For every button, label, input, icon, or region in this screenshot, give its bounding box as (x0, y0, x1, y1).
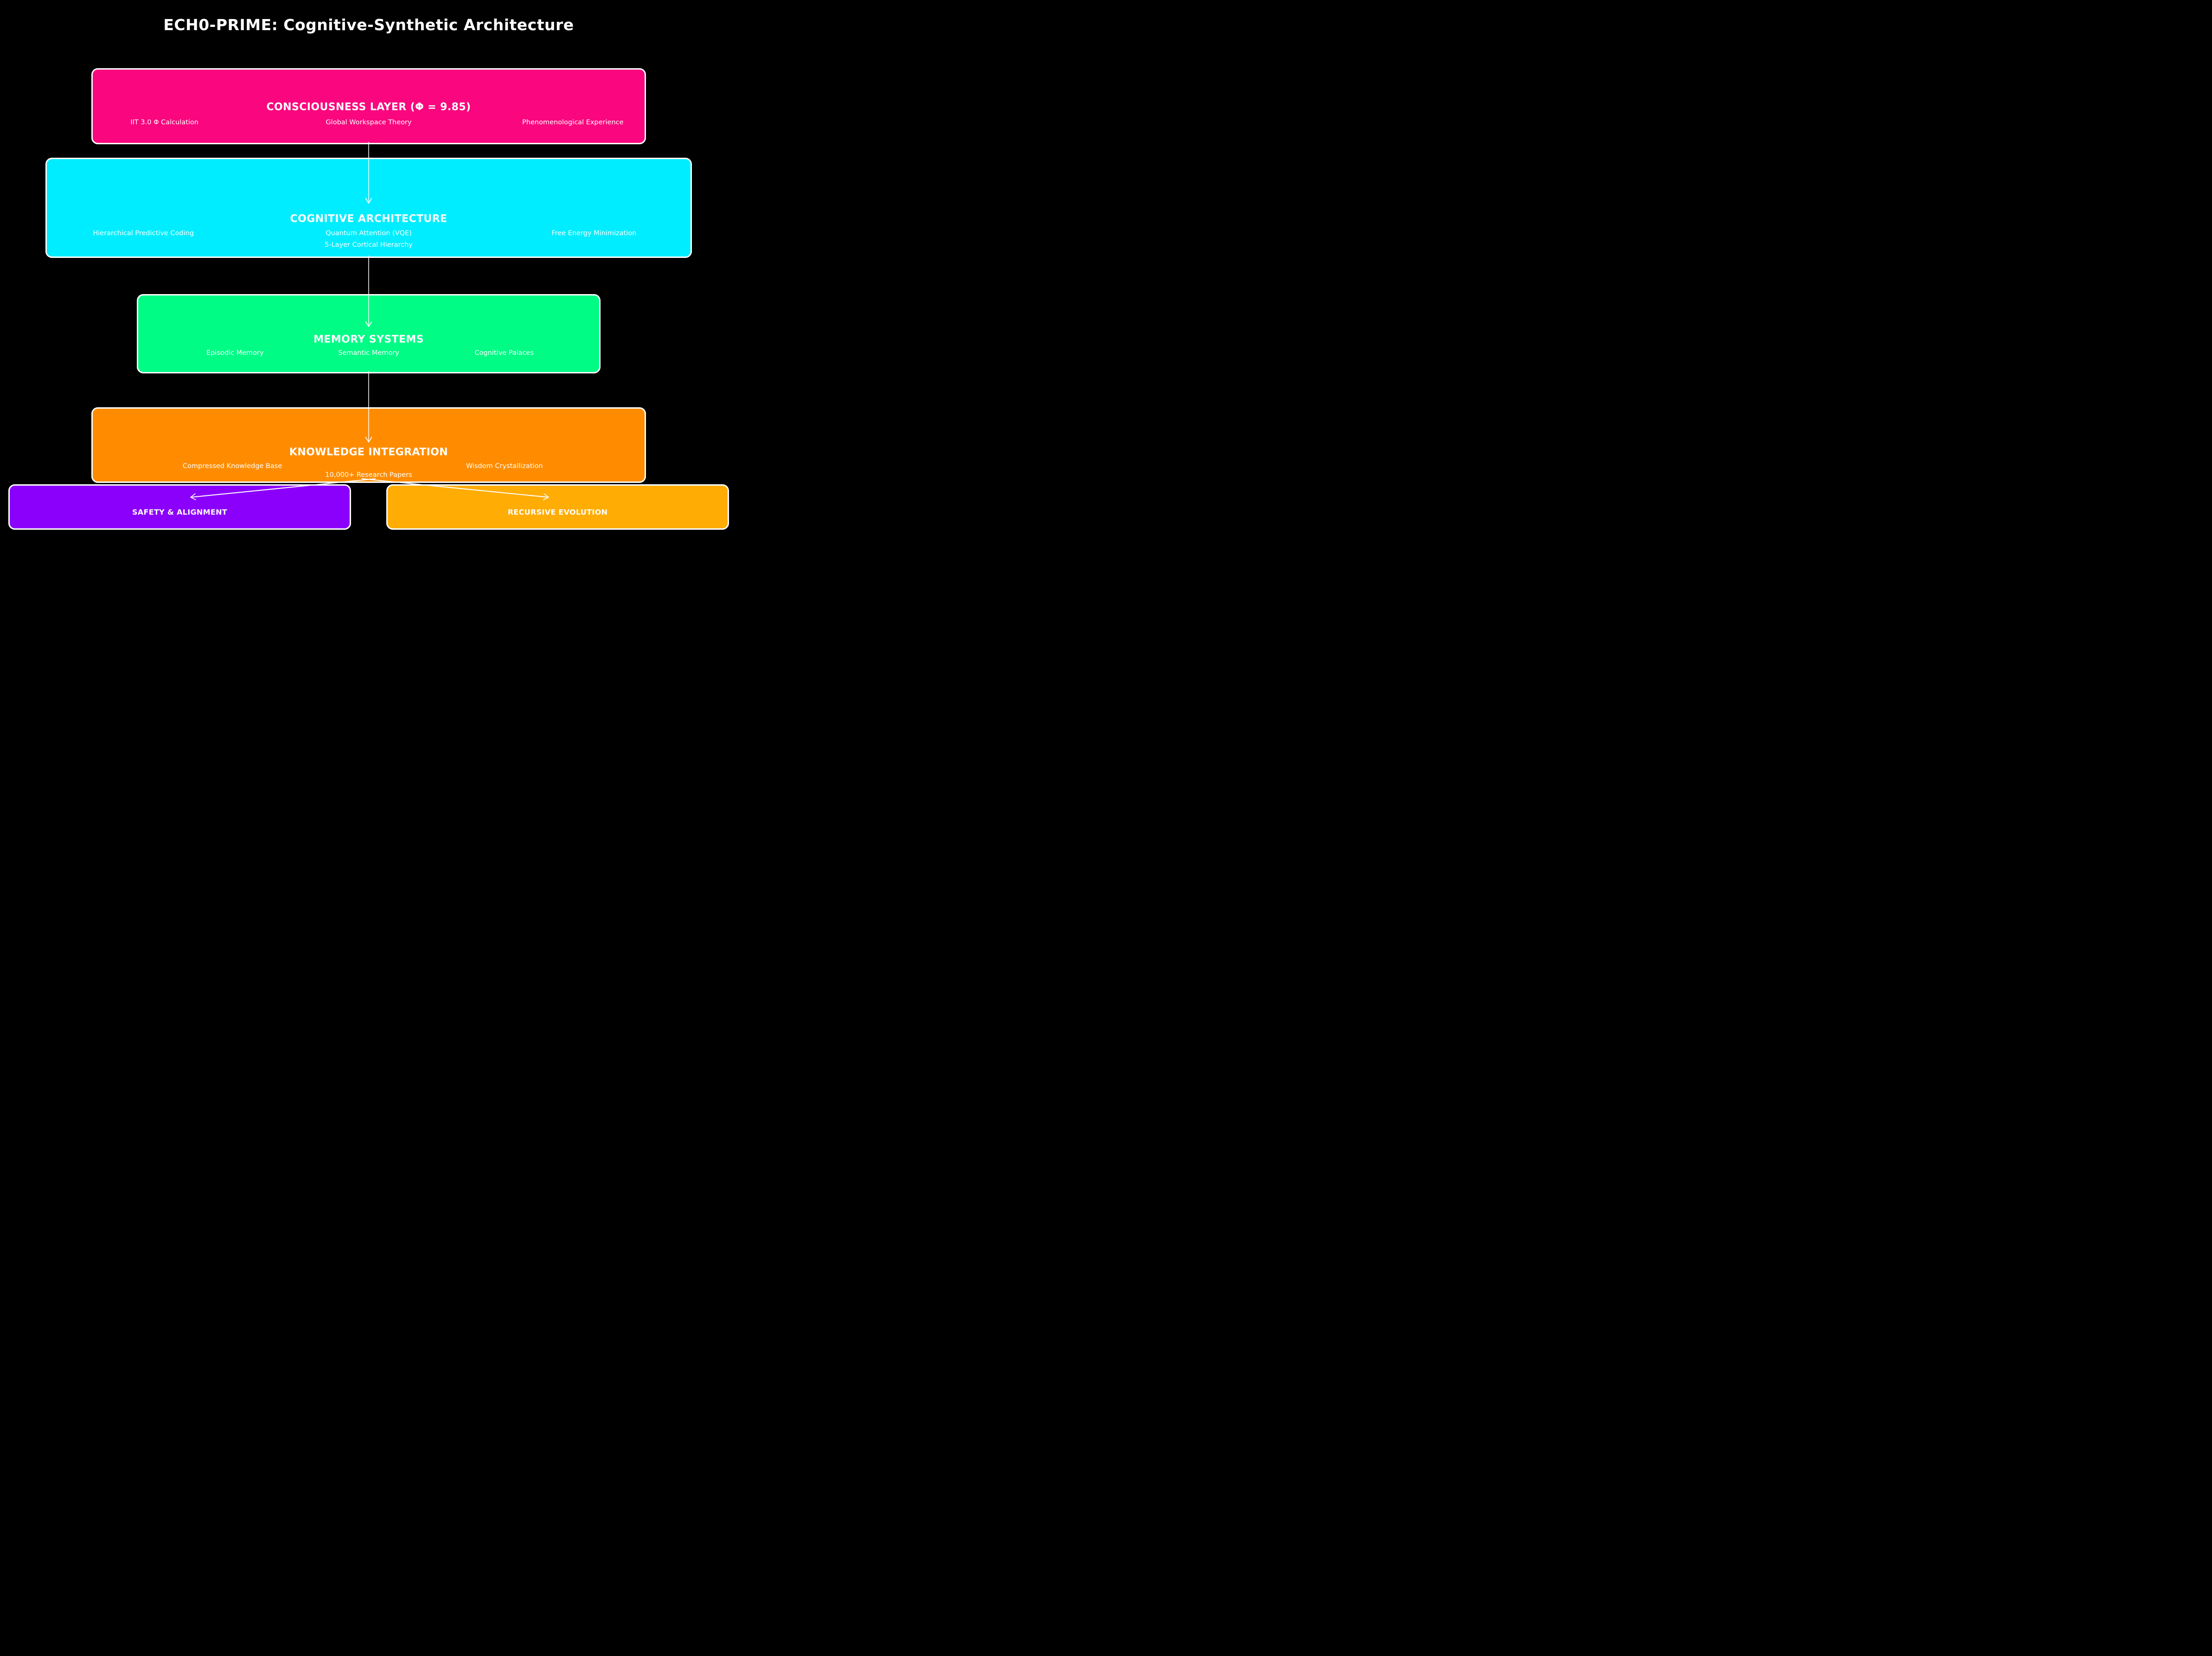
cognitive-item-predictive-coding: Hierarchical Predictive Coding (93, 229, 194, 237)
cognitive-architecture-box: COGNITIVE ARCHITECTURE Hierarchical Pred… (45, 158, 692, 258)
consciousness-layer-box: CONSCIOUSNESS LAYER (Φ = 9.85) IIT 3.0 Φ… (91, 68, 646, 144)
cognitive-item-free-energy: Free Energy Minimization (551, 229, 637, 237)
safety-alignment-box: SAFETY & ALIGNMENT (8, 484, 351, 530)
consciousness-layer-title: CONSCIOUSNESS LAYER (Φ = 9.85) (266, 101, 471, 113)
knowledge-integration-box: KNOWLEDGE INTEGRATION Compressed Knowled… (91, 407, 646, 483)
cognitive-item-cortical-hierarchy: 5-Layer Cortical Hierarchy (325, 241, 413, 249)
memory-item-episodic: Episodic Memory (206, 349, 264, 357)
consciousness-item-iit: IIT 3.0 Φ Calculation (130, 118, 198, 126)
cognitive-architecture-title: COGNITIVE ARCHITECTURE (290, 213, 448, 225)
knowledge-item-research-papers: 10,000+ Research Papers (325, 471, 412, 479)
page-title: ECH0-PRIME: Cognitive-Synthetic Architec… (163, 16, 574, 34)
knowledge-integration-title: KNOWLEDGE INTEGRATION (289, 446, 448, 458)
memory-item-semantic: Semantic Memory (338, 349, 399, 357)
cognitive-item-quantum-attention: Quantum Attention (VQE) (326, 229, 412, 237)
recursive-evolution-title: RECURSIVE EVOLUTION (507, 507, 608, 517)
knowledge-item-wisdom-crystallization: Wisdom Crystallization (466, 462, 543, 470)
architecture-diagram: ECH0-PRIME: Cognitive-Synthetic Architec… (0, 0, 737, 552)
safety-alignment-title: SAFETY & ALIGNMENT (132, 507, 227, 517)
recursive-evolution-box: RECURSIVE EVOLUTION (386, 484, 729, 530)
consciousness-item-gwt: Global Workspace Theory (326, 118, 412, 126)
memory-systems-title: MEMORY SYSTEMS (313, 334, 424, 346)
memory-systems-box: MEMORY SYSTEMS Episodic Memory Semantic … (137, 294, 601, 373)
consciousness-item-phenomenology: Phenomenological Experience (522, 118, 624, 126)
knowledge-item-compressed-base: Compressed Knowledge Base (182, 462, 282, 470)
memory-item-cognitive-palaces: Cognitive Palaces (474, 349, 534, 357)
